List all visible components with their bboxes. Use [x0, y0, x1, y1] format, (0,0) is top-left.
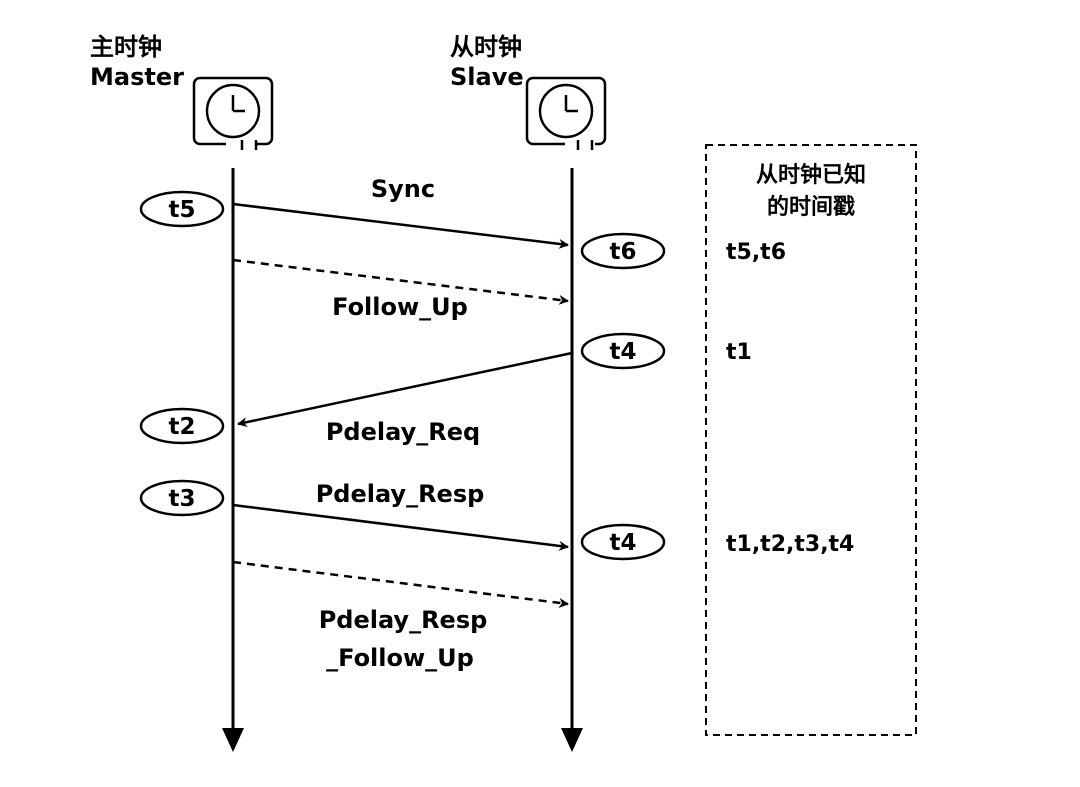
known-after-sync: t5,t6	[726, 240, 786, 265]
pdelay-req-label: Pdelay_Req	[326, 418, 480, 446]
follow-up-label: Follow_Up	[332, 293, 468, 321]
pdelay-req-arrow	[237, 351, 573, 428]
master-label-en: Master	[90, 63, 184, 91]
slave-clock-icon	[525, 76, 607, 150]
known-timestamps-box	[705, 144, 917, 736]
pdelay-resp-follow-up-arrow	[232, 560, 569, 608]
timestamp-master-resp: t3	[139, 479, 225, 517]
known-box-title-line1: 从时钟已知	[756, 162, 866, 188]
pdelay-resp-label: Pdelay_Resp	[316, 480, 485, 508]
timestamp-master-req: t2	[139, 407, 225, 445]
sync-arrow	[232, 202, 569, 249]
pdelay-resp-arrow	[232, 503, 569, 551]
slave-timeline	[561, 168, 583, 752]
sync-label: Sync	[371, 175, 435, 203]
timestamp-slave-req: t4	[580, 332, 666, 370]
master-clock-icon	[192, 76, 274, 150]
timestamp-master-sync-label: t5	[169, 197, 196, 223]
timestamp-slave-sync: t6	[580, 232, 666, 270]
pdelay-resp-follow-up-label-line2: _Follow_Up	[326, 644, 474, 672]
timestamp-slave-resp: t4	[580, 523, 666, 561]
timestamp-slave-resp-label: t4	[610, 530, 637, 556]
slave-label-cn: 从时钟	[450, 33, 522, 61]
timestamp-master-resp-label: t3	[169, 486, 196, 512]
timestamp-master-req-label: t2	[169, 414, 196, 440]
master-timeline	[222, 168, 244, 752]
timestamp-slave-req-label: t4	[610, 339, 637, 365]
master-label-cn: 主时钟	[90, 33, 162, 61]
known-box-title-line2: 的时间戳	[767, 194, 855, 220]
timestamp-slave-sync-label: t6	[610, 239, 637, 265]
known-after-resp: t1,t2,t3,t4	[726, 532, 854, 557]
timestamp-master-sync: t5	[139, 190, 225, 228]
pdelay-resp-follow-up-label-line1: Pdelay_Resp	[319, 606, 488, 634]
slave-label-en: Slave	[450, 63, 524, 91]
follow-up-arrow	[232, 258, 569, 305]
known-after-req: t1	[726, 340, 752, 365]
